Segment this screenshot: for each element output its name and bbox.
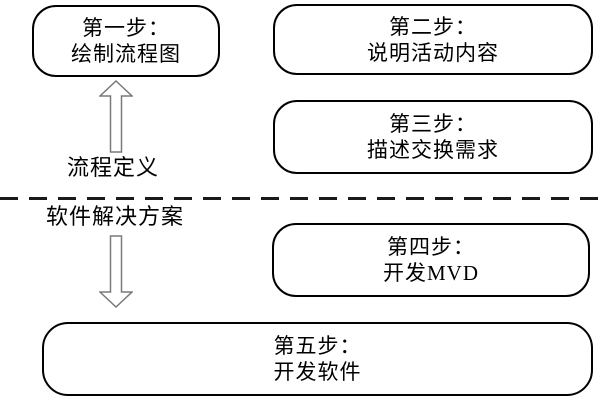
down-arrow-icon bbox=[99, 235, 133, 308]
process-definition-label: 流程定义 bbox=[66, 155, 159, 180]
step2-desc: 说明活动内容 bbox=[367, 40, 499, 65]
step1-box: 第一步： 绘制流程图 bbox=[32, 5, 220, 77]
step3-box: 第三步： 描述交换需求 bbox=[273, 100, 593, 174]
step1-title: 第一步： bbox=[82, 16, 170, 40]
step4-desc: 开发MVD bbox=[382, 261, 479, 285]
up-arrow-icon bbox=[99, 80, 133, 153]
step5-box: 第五步： 开发软件 bbox=[42, 322, 593, 396]
step5-title: 第五步： bbox=[273, 334, 362, 358]
software-solution-label: 软件解决方案 bbox=[45, 204, 184, 229]
step3-title: 第三步： bbox=[389, 112, 477, 136]
step2-box: 第二步： 说明活动内容 bbox=[273, 4, 593, 75]
step5-desc: 开发软件 bbox=[273, 360, 362, 384]
step2-title: 第二步： bbox=[389, 14, 477, 39]
step4-box: 第四步： 开发MVD bbox=[272, 223, 590, 297]
dashed-divider bbox=[0, 197, 600, 200]
step3-desc: 描述交换需求 bbox=[367, 138, 499, 162]
step4-title: 第四步： bbox=[387, 235, 475, 259]
step1-desc: 绘制流程图 bbox=[71, 42, 181, 66]
